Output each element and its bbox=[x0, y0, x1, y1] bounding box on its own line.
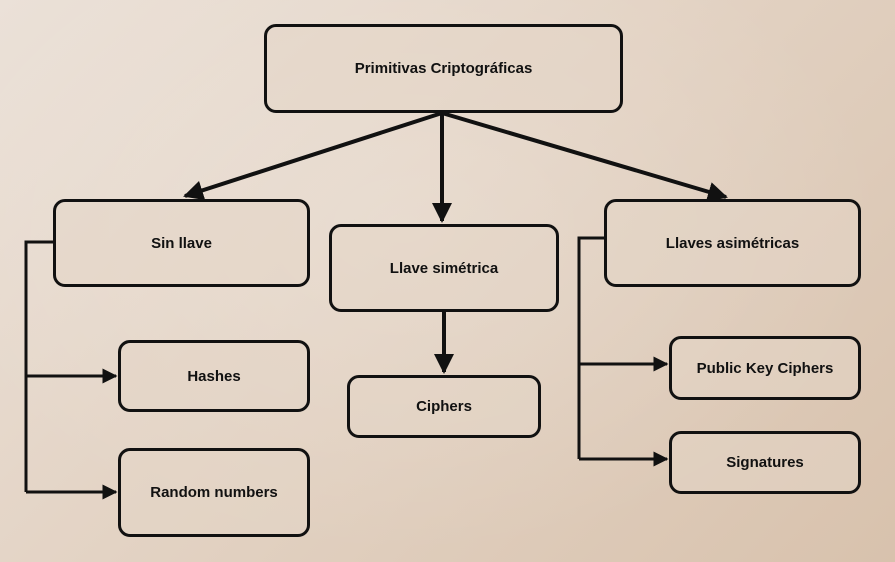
node-llaves-asimetricas: Llaves asimétricas bbox=[604, 199, 861, 287]
node-signatures: Signatures bbox=[669, 431, 861, 494]
node-ciphers: Ciphers bbox=[347, 375, 541, 438]
node-sin-llave: Sin llave bbox=[53, 199, 310, 287]
node-label: Llave simétrica bbox=[389, 259, 499, 277]
connector-sin-llave-trunk bbox=[24, 240, 53, 492]
node-hashes: Hashes bbox=[118, 340, 310, 412]
node-label: Hashes bbox=[187, 367, 241, 385]
node-label: Llaves asimétricas bbox=[665, 234, 800, 252]
arrow-root-to-llaves-asimetricas bbox=[441, 111, 728, 202]
node-label: Public Key Ciphers bbox=[696, 359, 834, 377]
arrow-root-to-sin-llave bbox=[183, 111, 443, 200]
node-primitivas-criptograficas: Primitivas Criptográficas bbox=[264, 24, 623, 113]
node-label: Ciphers bbox=[416, 398, 472, 415]
node-label: Signatures bbox=[726, 454, 804, 471]
connector-llaves-asimetricas-trunk bbox=[577, 236, 604, 459]
node-llave-simetrica: Llave simétrica bbox=[329, 224, 559, 312]
node-label: Primitivas Criptográficas bbox=[354, 60, 533, 77]
node-label: Random numbers bbox=[150, 484, 278, 501]
node-label: Sin llave bbox=[151, 234, 212, 252]
node-random-numbers: Random numbers bbox=[118, 448, 310, 537]
node-public-key-ciphers: Public Key Ciphers bbox=[669, 336, 861, 400]
